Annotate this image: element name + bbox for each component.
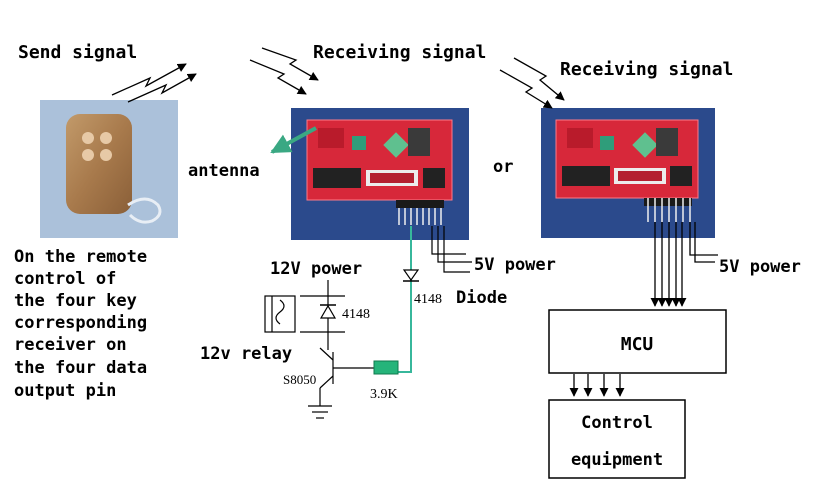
transistor-label: S8050 — [283, 372, 316, 387]
send-signal-waves — [111, 63, 197, 103]
diode-part-label: 4148 — [414, 292, 442, 307]
control-arrows — [569, 374, 625, 397]
mcu-data-lines — [650, 222, 718, 307]
description-block: On the remote control of the four key co… — [14, 247, 147, 401]
key-ring-icon — [127, 197, 162, 224]
antenna-label: antenna — [188, 161, 260, 181]
description-line: output pin — [14, 381, 116, 401]
relay-diode-label: 4148 — [342, 307, 370, 322]
description-line: On the remote — [14, 247, 147, 267]
board1-wiring — [431, 226, 472, 273]
or-label: or — [493, 157, 513, 177]
description-line: receiver on — [14, 335, 127, 355]
relay-circuit — [264, 280, 374, 419]
diode-word-label: Diode — [456, 288, 507, 308]
description-line: corresponding — [14, 313, 147, 333]
flyback-diode-icon — [319, 296, 337, 332]
remote-body-icon — [66, 114, 132, 214]
antenna-arrow — [270, 126, 317, 154]
control-label: Control — [581, 413, 653, 433]
power-5v-label-2: 5V power — [719, 257, 801, 277]
receiver-board-2 — [541, 108, 715, 238]
receiving-signal-label-2: Receiving signal — [560, 59, 733, 80]
mcu-box — [548, 309, 727, 374]
coil-icon — [352, 136, 366, 150]
receiver-board-1 — [291, 108, 469, 240]
resistor-icon — [373, 360, 399, 375]
series-diode-icon — [402, 269, 420, 282]
resistor-label: 3.9K — [370, 387, 398, 402]
power-5v-label-1: 5V power — [474, 255, 556, 275]
receive-signal-waves-1 — [249, 47, 319, 95]
send-signal-label: Send signal — [18, 42, 137, 63]
control-equipment-box — [548, 399, 686, 479]
remote-photo — [40, 100, 178, 238]
description-line: the four key — [14, 291, 137, 311]
power-12v-label: 12V power — [270, 259, 362, 279]
description-line: the four data — [14, 358, 147, 378]
receiving-signal-label-1: Receiving signal — [313, 42, 486, 63]
receive-signal-waves-2 — [499, 57, 565, 109]
equipment-label: equipment — [571, 450, 663, 470]
description-line: control of — [14, 269, 116, 289]
mcu-label: MCU — [621, 334, 654, 355]
data-signal-wire — [398, 226, 412, 373]
relay-label: 12v relay — [200, 344, 292, 364]
